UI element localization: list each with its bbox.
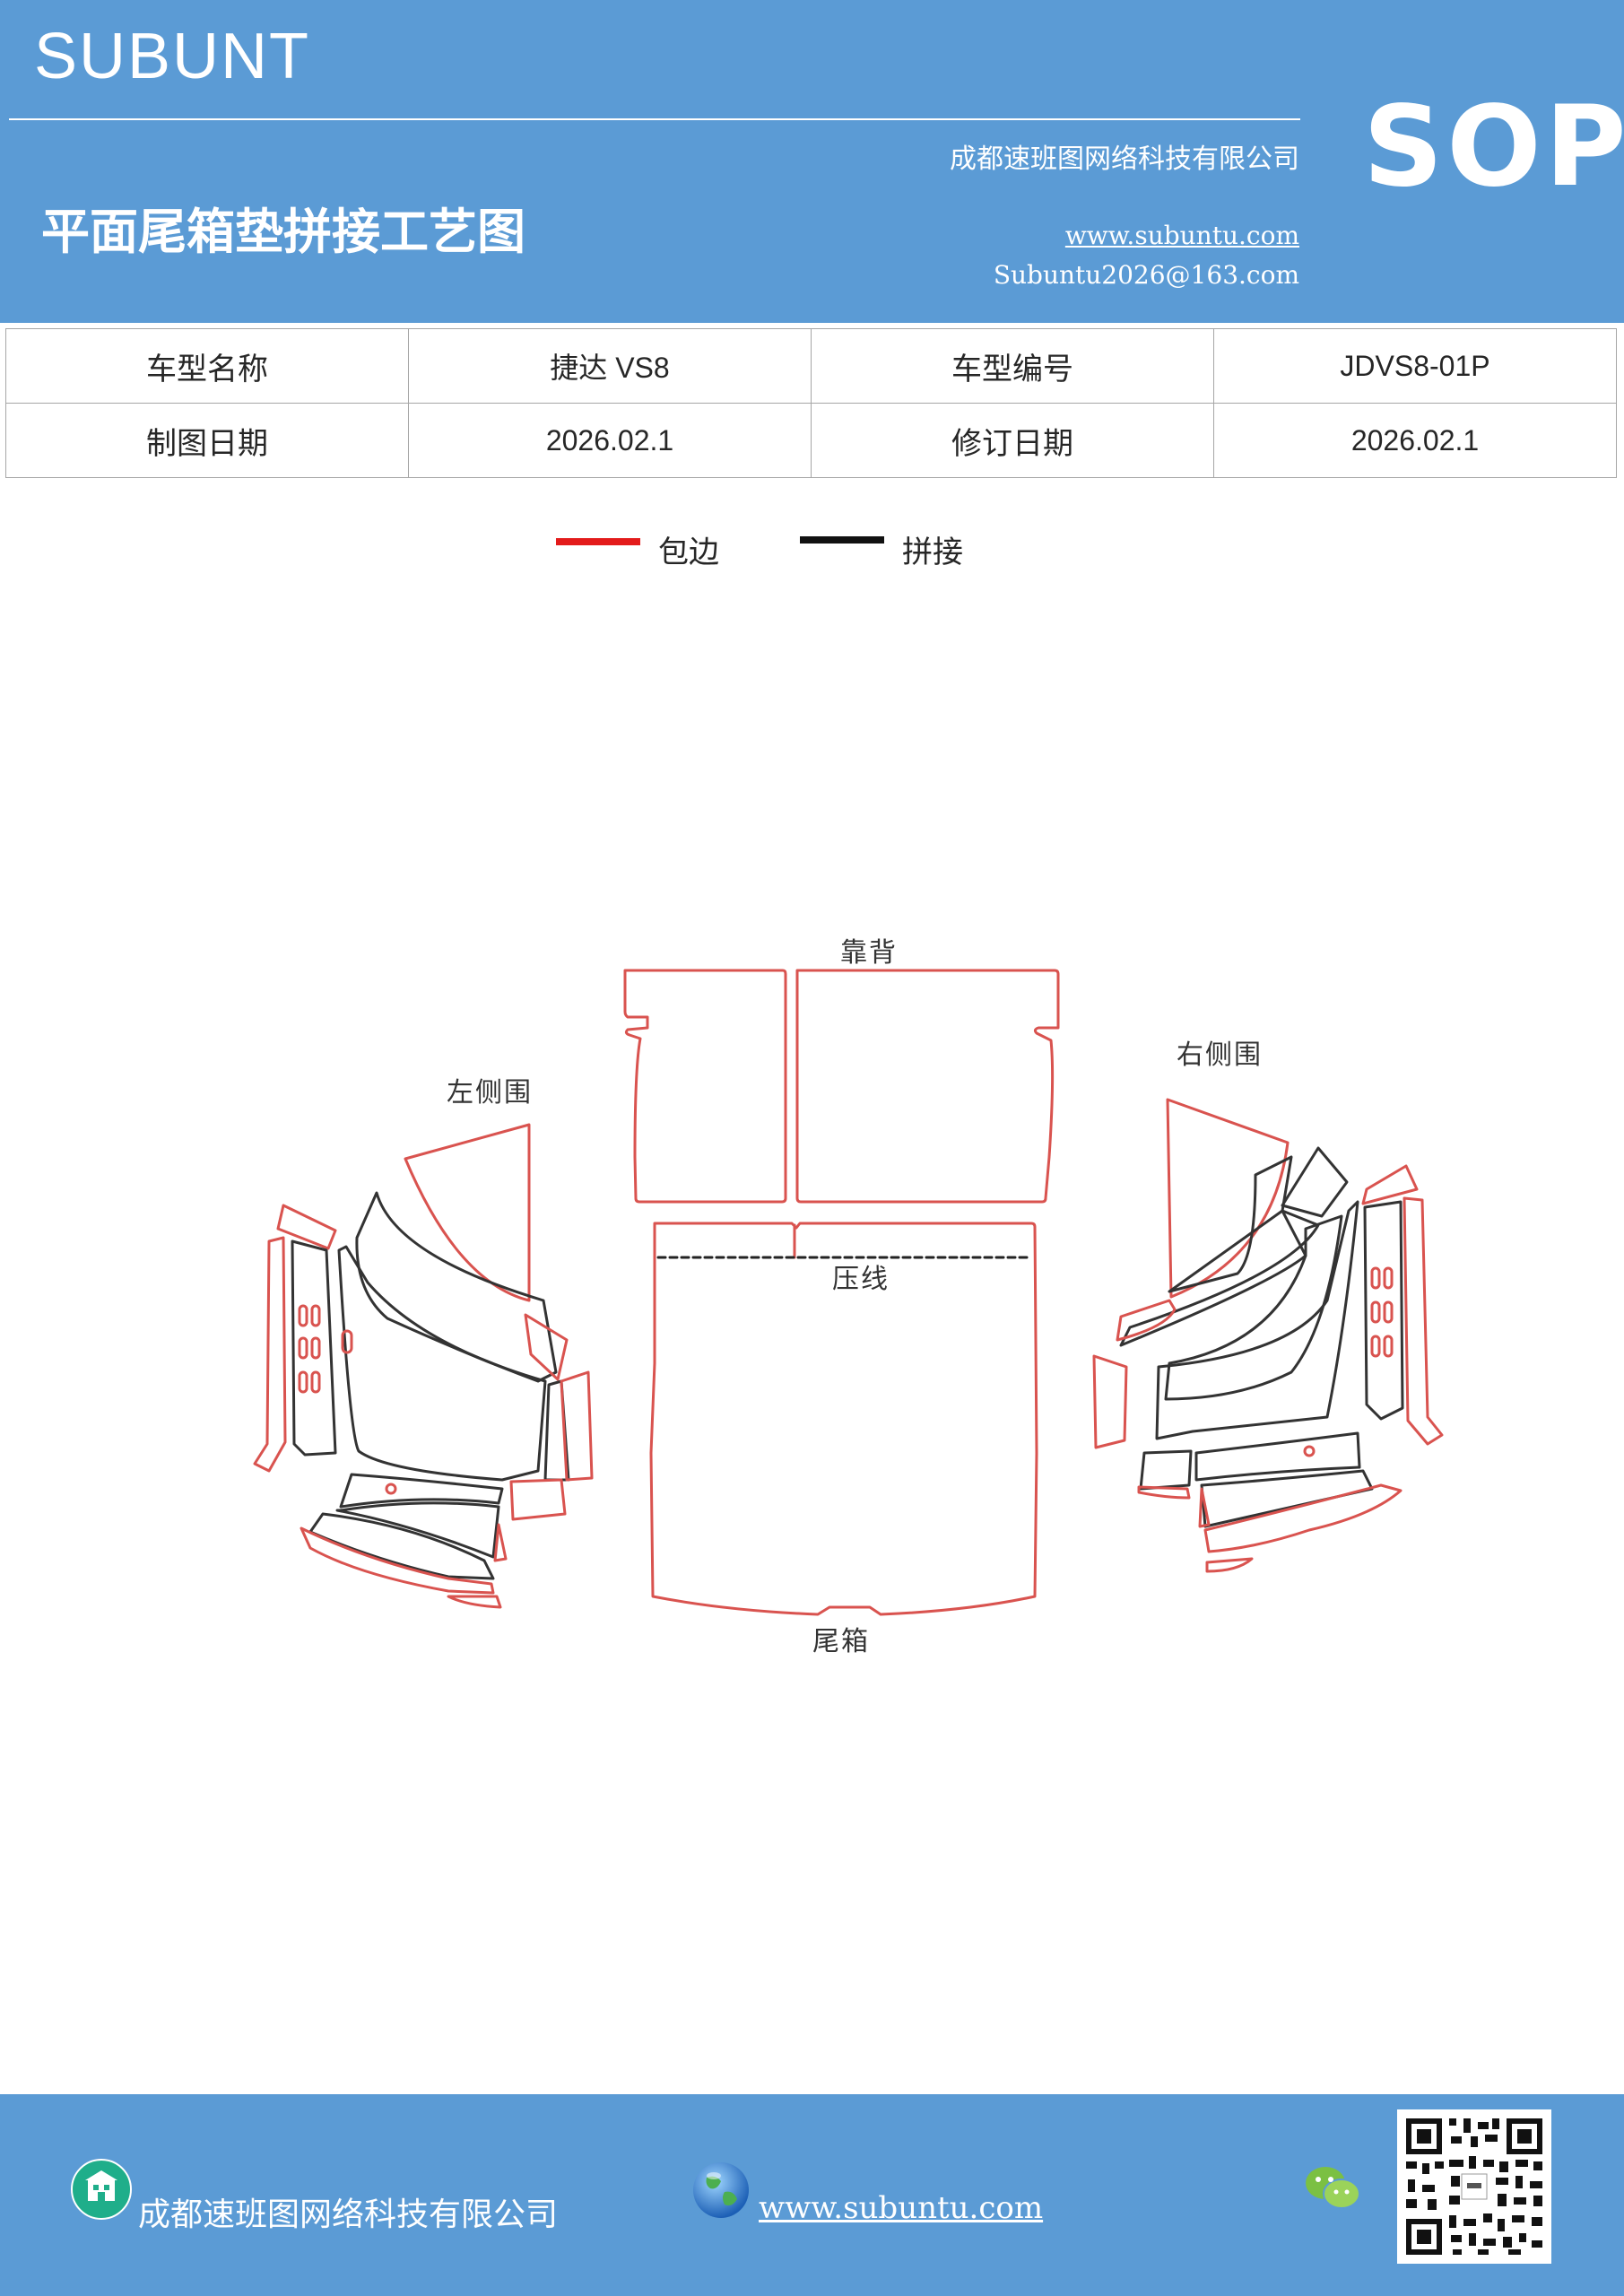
legend-edge-swatch [556, 538, 640, 545]
trunk-floor [649, 1222, 1038, 1616]
backrest-left-panel [623, 969, 787, 1204]
backrest-right-panel [795, 969, 1060, 1204]
footer-company-name: 成都速班图网络科技有限公司 [138, 2196, 559, 2233]
header-divider [9, 118, 1300, 120]
left-side-pieces [253, 1123, 594, 1609]
legend-seam-swatch [800, 536, 884, 544]
legend-seam-label: 拼接 [902, 535, 963, 570]
model-code-label: 车型编号 [811, 328, 1214, 404]
document-title: 平面尾箱垫拼接工艺图 [41, 204, 525, 260]
model-code-value: JDVS8-01P [1213, 328, 1617, 404]
qr-code [1397, 2109, 1551, 2264]
drawing-date-value: 2026.02.1 [408, 403, 812, 478]
revision-date-value: 2026.02.1 [1213, 403, 1617, 478]
trunk-label: 尾箱 [812, 1626, 870, 1657]
left-side-label: 左侧围 [447, 1077, 533, 1109]
right-side-label: 右侧围 [1177, 1039, 1263, 1071]
backrest-label: 靠背 [840, 937, 898, 969]
right-vent-slots [1370, 1266, 1394, 1358]
press-line-label: 压线 [832, 1264, 890, 1295]
trunk-mat-diagram: 靠背 左侧围 右侧围 压线 尾箱 [253, 937, 1444, 1657]
drawing-date-label: 制图日期 [5, 403, 409, 478]
left-vent-slots [298, 1304, 321, 1394]
table-row: 制图日期 2026.02.1 修订日期 2026.02.1 [5, 403, 1617, 478]
model-name-label: 车型名称 [5, 328, 409, 404]
backrest-pieces [623, 969, 1060, 1204]
company-icon [71, 2159, 132, 2220]
brand-name: SUBUNT [34, 21, 311, 92]
wechat-icon [1306, 2167, 1360, 2209]
revision-date-label: 修订日期 [811, 403, 1214, 478]
vehicle-info-table: 车型名称 捷达 VS8 车型编号 JDVS8-01P 制图日期 2026.02.… [5, 328, 1617, 478]
header-website-link[interactable]: www.subuntu.com [1064, 221, 1299, 250]
globe-icon [693, 2162, 749, 2218]
sop-badge: SOP [1363, 83, 1624, 212]
header-company-name: 成都速班图网络科技有限公司 [950, 144, 1299, 175]
header-banner [0, 0, 1624, 323]
model-name-value: 捷达 VS8 [408, 328, 812, 404]
header-email: Subuntu2026@163.com [993, 260, 1299, 290]
legend-edge-label: 包边 [658, 535, 719, 570]
right-side-pieces [1092, 1098, 1444, 1573]
table-row: 车型名称 捷达 VS8 车型编号 JDVS8-01P [5, 328, 1617, 404]
footer-website-link[interactable]: www.subuntu.com [759, 2190, 1044, 2226]
